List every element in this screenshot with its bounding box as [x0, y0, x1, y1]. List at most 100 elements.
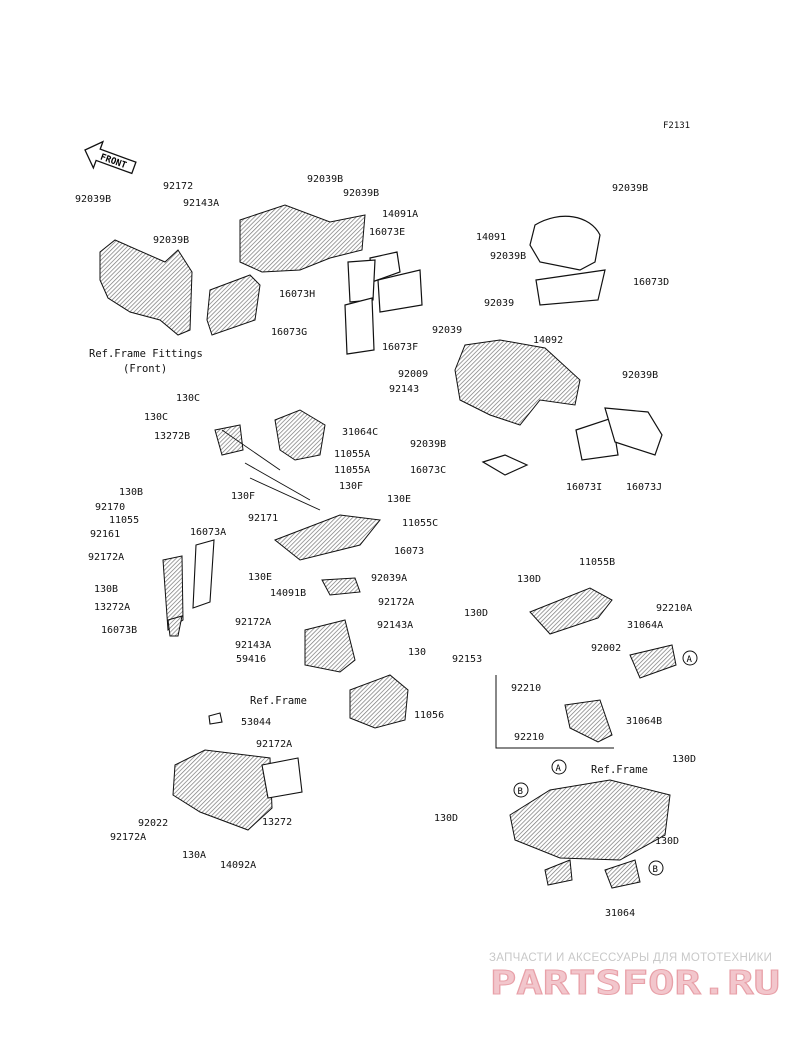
front-fender-pads [481, 407, 663, 476]
part-label: 92002 [591, 643, 622, 654]
rear-bracket-box [495, 675, 614, 749]
part-label: 16073C [410, 465, 447, 476]
center-bracket-assembly [214, 409, 381, 673]
part-label: 59416 [236, 654, 267, 665]
watermark-logo: PARTSFOR.RU [490, 965, 781, 999]
part-label: 92039B [410, 439, 447, 450]
part-label: 14092A [220, 860, 257, 871]
svg-text:A: A [687, 655, 693, 665]
front-arrow-icon: FRONT [84, 140, 137, 175]
callout-circle-a-1: A [682, 650, 698, 666]
part-label: 11055 [109, 515, 140, 526]
part-label: 92143A [235, 640, 272, 651]
part-label: 11055B [579, 557, 616, 568]
ref-frame-fittings-front-sub: (Front) [123, 363, 168, 375]
part-label: 92172A [88, 552, 125, 563]
callout-circle-a-2: A [551, 759, 567, 775]
part-label: 92039 [432, 325, 463, 336]
side-pad-left [192, 539, 215, 609]
part-label: 130B [94, 584, 119, 595]
part-label: 92172A [378, 597, 415, 608]
center-frame [349, 674, 409, 729]
part-label: 11055C [402, 518, 439, 529]
part-label: 14091A [382, 209, 419, 220]
part-label: 16073B [101, 625, 138, 636]
part-label: 130 [408, 647, 427, 658]
part-label: 13272B [154, 431, 191, 442]
part-label: 130D [672, 754, 697, 765]
part-label: 16073G [271, 327, 308, 338]
part-label: 92153 [452, 654, 483, 665]
part-label: 92172 [163, 181, 194, 192]
center-lines [221, 429, 321, 511]
part-label: 130C [176, 393, 201, 404]
part-label: 130D [464, 608, 489, 619]
part-label: 92171 [248, 513, 279, 524]
part-label: 14092 [533, 335, 564, 346]
part-label: 31064B [626, 716, 663, 727]
part-label: 16073F [382, 342, 419, 353]
svg-text:A: A [556, 764, 562, 774]
part-label: 92210 [511, 683, 542, 694]
part-label: 92009 [398, 369, 429, 380]
part-label: 11055A [334, 449, 371, 460]
svg-text:PARTSFOR.RU: PARTSFOR.RU [490, 965, 780, 999]
part-label: 16073 [394, 546, 425, 557]
part-label: 31064A [627, 620, 664, 631]
part-label: 14091 [476, 232, 507, 243]
skid-plate-bracket [208, 712, 303, 799]
part-label: 92172A [256, 739, 293, 750]
ref-frame-center: Ref.Frame [250, 695, 307, 707]
part-label: 92143 [389, 384, 420, 395]
part-label: 14091B [270, 588, 307, 599]
part-label: 130F [231, 491, 256, 502]
front-fender-panel [454, 339, 581, 426]
part-label: 92039B [622, 370, 659, 381]
part-label: 92039B [490, 251, 527, 262]
part-label: 130D [517, 574, 542, 585]
callout-circle-b-2: B [648, 860, 664, 876]
front-fender-liner-right-bracket [206, 204, 366, 336]
part-label: 130E [248, 572, 273, 583]
part-label: 130F [339, 481, 364, 492]
front-fender-cover [529, 215, 606, 306]
part-label: 11056 [414, 710, 445, 721]
part-label: 92170 [95, 502, 126, 513]
rear-bracket-parts [529, 587, 677, 743]
part-label: 11055A [334, 465, 371, 476]
part-label: 16073J [626, 482, 663, 493]
part-label: 16073E [369, 227, 406, 238]
part-label: 92143A [377, 620, 414, 631]
part-label: 16073D [633, 277, 670, 288]
part-label: 13272 [262, 817, 293, 828]
side-guard-left [162, 555, 184, 637]
part-label: 92039B [612, 183, 649, 194]
part-label: 16073H [279, 289, 316, 300]
part-label: 92022 [138, 818, 169, 829]
part-label: 92039A [371, 573, 408, 584]
front-fender-liner-left [99, 239, 193, 336]
part-label: 31064 [605, 908, 636, 919]
part-label: 130D [655, 836, 680, 847]
part-label: 92039 [484, 298, 515, 309]
part-label: 92039B [153, 235, 190, 246]
part-label: 53044 [241, 717, 272, 728]
rear-frame [509, 779, 671, 889]
callout-circle-b-1: B [513, 782, 529, 798]
part-label: 16073I [566, 482, 603, 493]
part-label: 130A [182, 850, 207, 861]
part-label: 92210A [656, 603, 693, 614]
svg-text:B: B [653, 865, 658, 875]
front-mudguard-pads [344, 251, 423, 355]
part-label: 92172A [110, 832, 147, 843]
part-label: 92039B [307, 174, 344, 185]
skid-plate [172, 749, 273, 831]
svg-text:B: B [518, 787, 523, 797]
part-label: 92172A [235, 617, 272, 628]
part-label: 130D [434, 813, 459, 824]
part-label: 92161 [90, 529, 121, 540]
part-label: 16073A [190, 527, 227, 538]
part-label: 92143A [183, 198, 220, 209]
part-label: 130C [144, 412, 169, 423]
